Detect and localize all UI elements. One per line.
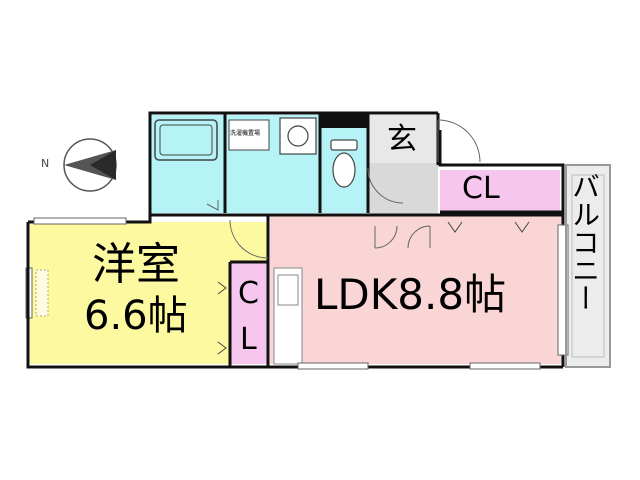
main-closet-label: CL (462, 171, 500, 206)
closet-marks (217, 221, 530, 355)
balcony-floor (566, 165, 610, 367)
washbasin-icon (287, 125, 309, 147)
western-room-name: 洋室 (92, 239, 180, 290)
compass-icon (63, 138, 117, 192)
small-closet-floor (230, 262, 268, 364)
entrance-step (368, 115, 438, 163)
ldk-floor (270, 216, 563, 364)
small-closet-label-bottom: L (240, 322, 257, 357)
bathroom-floor (150, 115, 225, 213)
toilet-icon (330, 139, 358, 188)
washing-machine-area (228, 119, 270, 151)
small-closet-label-top: C (238, 276, 259, 311)
doors (206, 119, 481, 259)
balcony-outline (565, 164, 611, 368)
toilet-wall-block (320, 113, 368, 128)
balcony-label: バルコニー (568, 172, 601, 312)
washing-machine-label: 洗濯機置場 (230, 130, 261, 137)
kitchen-sink (277, 274, 299, 306)
kitchen-counter (273, 267, 303, 365)
entrance-label: 玄 (387, 122, 417, 157)
western-room-size: 6.6帖 (84, 293, 188, 339)
ldk-label: LDK8.8帖 (314, 270, 507, 319)
western-room-floor (30, 222, 268, 364)
main-closet-floor (440, 170, 560, 212)
compass-north-label: N (41, 157, 50, 170)
bathtub-icon (154, 119, 218, 161)
